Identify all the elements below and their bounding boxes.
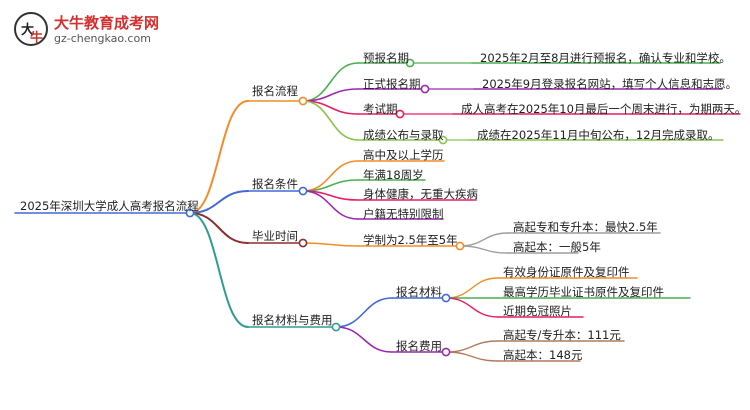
node-root-dot bbox=[185, 208, 195, 218]
connector-root-branch-0 bbox=[189, 100, 249, 214]
logo-title: 大牛教育成考网 bbox=[54, 14, 160, 32]
connector-fee-0 bbox=[445, 340, 499, 353]
node-materials-dot bbox=[441, 293, 451, 303]
connector-process-3 bbox=[302, 100, 359, 141]
branch-requirements: 报名条件 bbox=[252, 177, 298, 191]
connector-req-0 bbox=[302, 160, 359, 192]
node-exam-period: 考试期 bbox=[363, 102, 398, 116]
material-id-card: 有效身份证原件及复印件 bbox=[503, 265, 630, 279]
node-fees-dot bbox=[441, 347, 451, 357]
material-photo: 近期免冠照片 bbox=[503, 304, 572, 318]
node-branch-dot-2 bbox=[298, 238, 308, 248]
node-materials: 报名材料 bbox=[396, 285, 442, 299]
logo-mark-icon: 大 牛 bbox=[14, 12, 48, 46]
connector-root-branch-2 bbox=[189, 212, 249, 244]
connector-material-0 bbox=[445, 277, 499, 299]
fee-bachelor: 高起本：148元 bbox=[503, 348, 583, 362]
branch-registration-process: 报名流程 bbox=[252, 84, 298, 98]
node-fees: 报名费用 bbox=[396, 339, 442, 353]
req-education: 高中及以上学历 bbox=[363, 148, 444, 162]
duration-fastest: 高起专和专升本：最快2.5年 bbox=[513, 220, 658, 234]
connector-fee-1 bbox=[445, 351, 499, 362]
node-results-admission: 成绩公布与录取 bbox=[363, 128, 444, 142]
node-grad-dot bbox=[455, 241, 465, 251]
site-logo[interactable]: 大 牛 大牛教育成考网 gz-chengkao.com bbox=[14, 12, 214, 52]
logo-mark-char-1: 大 bbox=[21, 23, 35, 38]
connector-grad-sub-1 bbox=[459, 245, 509, 254]
node-process-dot-2 bbox=[395, 109, 405, 119]
connector-req-3 bbox=[302, 190, 359, 220]
node-study-duration: 学制为2.5年至5年 bbox=[363, 233, 458, 247]
node-process-dot-3 bbox=[438, 135, 448, 145]
connector-grad-0 bbox=[302, 242, 359, 247]
connector-material-2 bbox=[445, 297, 499, 318]
connector-grad-sub-0 bbox=[459, 232, 509, 247]
node-branch-dot-0 bbox=[298, 96, 308, 106]
detail-formal-registration: 2025年9月登录报名网站，填写个人信息和志愿。 bbox=[482, 77, 738, 91]
material-diploma: 最高学历毕业证书原件及复印件 bbox=[503, 285, 664, 299]
node-branch-dot-3 bbox=[331, 322, 341, 332]
connector-mat-0 bbox=[335, 297, 393, 328]
req-household: 户籍无特别限制 bbox=[363, 207, 444, 221]
connector-root-branch-3 bbox=[189, 212, 249, 328]
node-pre-registration: 预报名期 bbox=[363, 51, 409, 65]
req-health: 身体健康，无重大疾病 bbox=[363, 187, 478, 201]
branch-materials-fees: 报名材料与费用 bbox=[252, 313, 333, 327]
detail-pre-registration: 2025年2月至8月进行预报名，确认专业和学校。 bbox=[480, 51, 731, 65]
duration-normal: 高起本：一般5年 bbox=[513, 240, 601, 254]
node-process-dot-0 bbox=[405, 58, 415, 68]
node-process-dot-1 bbox=[420, 84, 430, 94]
logo-mark-char-2: 牛 bbox=[30, 31, 44, 46]
branch-graduation-time: 毕业时间 bbox=[252, 229, 298, 243]
logo-url: gz-chengkao.com bbox=[54, 32, 151, 45]
mindmap-root: 2025年深圳大学成人高考报名流程 bbox=[20, 199, 199, 213]
detail-results-admission: 成绩在2025年11月中旬公布，12月完成录取。 bbox=[477, 128, 720, 142]
node-formal-registration: 正式报名期 bbox=[363, 77, 421, 91]
connector-mat-1 bbox=[335, 326, 393, 353]
detail-exam-period: 成人高考在2025年10月最后一个周末进行，为期两天。 bbox=[461, 102, 747, 116]
req-age: 年满18周岁 bbox=[363, 168, 424, 182]
fee-junior-college: 高起专/专升本：111元 bbox=[503, 328, 621, 342]
node-branch-dot-1 bbox=[298, 186, 308, 196]
connector-root-branch-1 bbox=[189, 190, 249, 214]
